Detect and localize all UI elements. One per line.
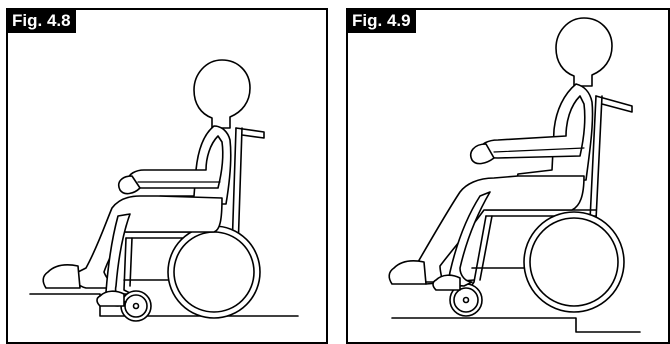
figure-label: Fig. 4.8 (8, 10, 76, 33)
foot-left (43, 265, 80, 288)
ground-line (30, 294, 298, 316)
ground-line (392, 318, 640, 332)
head (194, 60, 250, 128)
rear-wheel (524, 212, 624, 312)
figure-panel-4-9: Fig. 4.9 (346, 8, 670, 344)
caster-wheel (121, 291, 151, 321)
wheelchair-user-illustration (8, 10, 326, 342)
foot-right (97, 291, 124, 306)
head (556, 18, 612, 86)
figure-label: Fig. 4.9 (348, 10, 416, 33)
figure-panel-4-8: Fig. 4.8 (6, 8, 328, 344)
rear-wheel (168, 226, 260, 318)
wheelchair-user-illustration (348, 10, 668, 342)
foot-left (389, 261, 426, 284)
